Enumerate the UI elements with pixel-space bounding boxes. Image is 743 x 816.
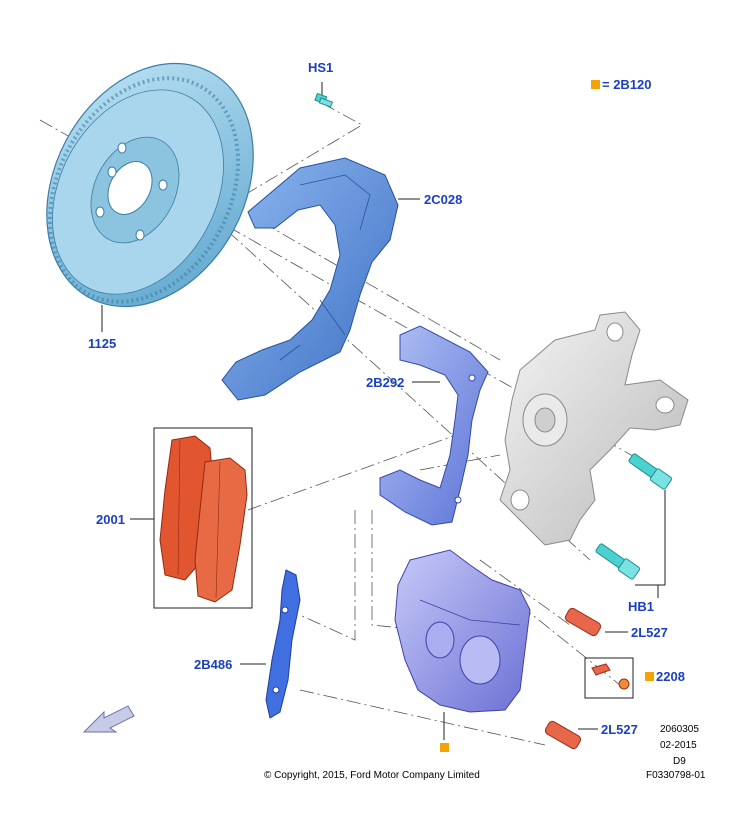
meta-revision: D9 xyxy=(673,756,686,767)
hb1-bolt-lower xyxy=(595,543,641,580)
marker-square-legend xyxy=(591,80,600,89)
brake-pads xyxy=(159,435,248,603)
guide-pin-lower xyxy=(544,720,582,750)
meta-code: 2060305 xyxy=(660,724,699,735)
meta-date: 02-2015 xyxy=(660,740,697,751)
label-hb1: HB1 xyxy=(628,599,655,614)
label-rotor: 1125 xyxy=(88,336,117,351)
marker-square-kit xyxy=(645,672,654,681)
arrow-icon xyxy=(82,705,135,733)
anti-rattle-clip xyxy=(265,569,301,719)
marker-square-caliper xyxy=(440,743,449,752)
kit-frame xyxy=(584,657,634,699)
label-guide-pin-bottom: 2L527 xyxy=(601,722,638,737)
hb1-bolt-upper xyxy=(628,453,673,490)
legend-text: = 2B120 xyxy=(602,77,652,92)
pads-frame xyxy=(153,427,253,609)
caliper-bracket xyxy=(379,325,489,526)
copyright-notice: © Copyright, 2015, Ford Motor Company Li… xyxy=(264,770,480,781)
figure-id: F0330798-01 xyxy=(646,770,706,781)
brake-caliper xyxy=(394,549,531,713)
label-clip: 2B486 xyxy=(194,657,233,672)
steering-knuckle xyxy=(499,311,689,546)
splash-shield xyxy=(221,157,399,401)
kit-parts xyxy=(591,663,630,690)
guide-pin-upper xyxy=(564,607,602,637)
label-guide-pin-top: 2L527 xyxy=(631,625,668,640)
label-caliper-bracket: 2B292 xyxy=(366,375,405,390)
label-brake-pads: 2001 xyxy=(96,512,125,527)
label-splash-shield: 2C028 xyxy=(424,192,463,207)
hs1-bolt xyxy=(314,82,333,108)
brake-rotor xyxy=(46,62,254,308)
label-hs1: HS1 xyxy=(308,60,334,75)
label-kit: 2208 xyxy=(656,669,685,684)
hb1-bracket-line xyxy=(635,490,666,586)
